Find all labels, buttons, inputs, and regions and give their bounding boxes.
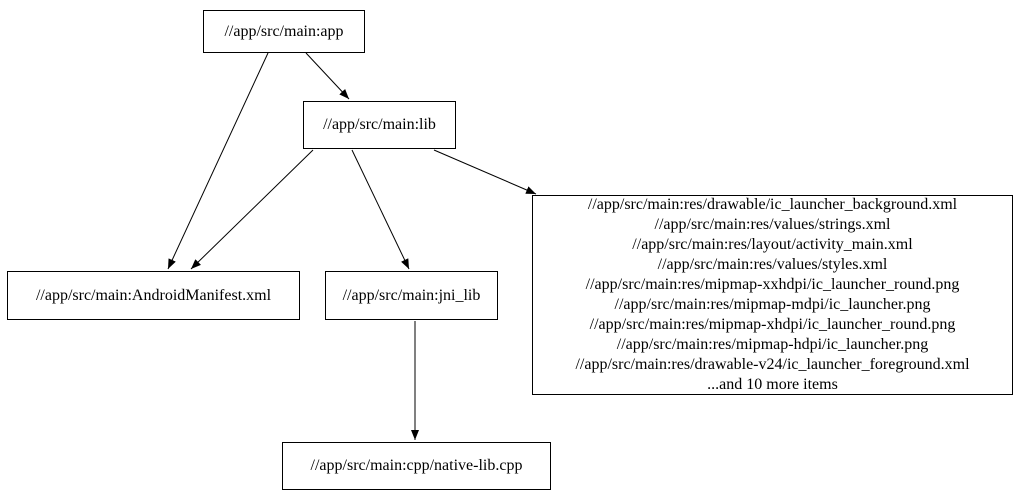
res-item: //app/src/main:res/drawable/ic_launcher_… [587, 196, 958, 213]
res-item: //app/src/main:res/mipmap-mdpi/ic_launch… [614, 296, 931, 313]
edge-app-to-lib [305, 52, 350, 100]
graph-node-android-manifest: //app/src/main:AndroidManifest.xml [7, 271, 300, 320]
graph-node-app: //app/src/main:app [203, 10, 365, 53]
graph-node-app-label: //app/src/main:app [224, 22, 344, 40]
graph-node-jni-lib-label: //app/src/main:jni_lib [342, 286, 481, 304]
graph-node-lib-label: //app/src/main:lib [323, 116, 436, 133]
res-item: //app/src/main:res/drawable-v24/ic_launc… [575, 356, 970, 373]
graph-node-lib: //app/src/main:lib [303, 101, 456, 149]
res-item: //app/src/main:res/values/styles.xml [657, 256, 888, 273]
res-item: //app/src/main:res/mipmap-hdpi/ic_launch… [616, 336, 929, 353]
graph-node-android-manifest-label: //app/src/main:AndroidManifest.xml [35, 286, 272, 304]
res-more-items: ...and 10 more items [707, 376, 838, 393]
res-item: //app/src/main:res/layout/activity_main.… [632, 236, 913, 253]
edge-lib-to-jni-lib [351, 149, 410, 270]
edge-lib-to-android-manifest [190, 149, 314, 270]
res-item: //app/src/main:res/values/strings.xml [654, 216, 891, 233]
graph-node-native-lib-cpp-label: //app/src/main:cpp/native-lib.cpp [310, 457, 523, 474]
edge-lib-to-res-group [433, 149, 537, 195]
res-item: //app/src/main:res/mipmap-xhdpi/ic_launc… [589, 316, 956, 333]
graph-node-res-group: //app/src/main:res/drawable/ic_launcher_… [532, 195, 1013, 395]
graph-node-jni-lib: //app/src/main:jni_lib [325, 271, 498, 320]
res-item: //app/src/main:res/mipmap-xxhdpi/ic_laun… [585, 276, 960, 293]
graph-node-native-lib-cpp: //app/src/main:cpp/native-lib.cpp [282, 442, 551, 490]
edge-app-to-android-manifest [167, 52, 269, 270]
